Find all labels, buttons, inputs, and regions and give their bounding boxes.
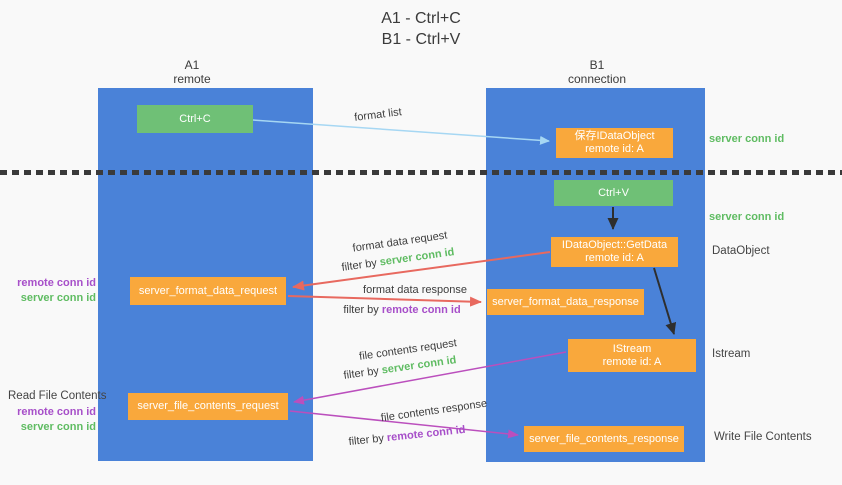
label-file-contents-response: file contents response xyxy=(380,397,488,425)
arrow-format-data-response xyxy=(287,295,482,307)
label-write-file-contents: Write File Contents xyxy=(714,431,812,443)
lane-header-b1: B1 connection xyxy=(568,58,626,86)
lane-a1-subtitle: remote xyxy=(173,72,211,86)
label-format-data-response: format data response xyxy=(363,284,467,296)
node-istream-line1: IStream xyxy=(612,342,652,355)
node-file-request-label: server_file_contents_request xyxy=(137,400,279,412)
remote-conn-id-text: remote conn id xyxy=(381,304,461,316)
node-save-idataobject-line1: 保存IDataObject xyxy=(574,130,655,142)
dotted-divider xyxy=(0,170,842,175)
node-ctrl-v-label: Ctrl+V xyxy=(598,186,629,199)
node-server-file-contents-request: server_file_contents_request xyxy=(128,393,288,420)
node-format-request-label: server_format_data_request xyxy=(138,284,278,297)
node-idataobject-getdata: IDataObject::GetData remote id: A xyxy=(551,237,678,267)
node-server-file-contents-response: server_file_contents_response xyxy=(524,426,684,452)
node-save-idataobject: 保存IDataObject remote id: A xyxy=(556,128,673,158)
label-istream: Istream xyxy=(712,348,751,360)
node-save-idataobject-line2: remote id: A xyxy=(585,143,644,155)
node-ctrl-c-label: Ctrl+C xyxy=(179,112,211,125)
label-file-remote-conn-id: remote conn id xyxy=(17,406,96,418)
label-dataobject: DataObject xyxy=(712,245,770,257)
filter-by-text: filter by xyxy=(342,364,383,382)
lane-b1-name: B1 xyxy=(589,58,605,72)
title-line-2: B1 - Ctrl+V xyxy=(381,31,461,48)
label-filter-by-remote-1: filter by remote conn id xyxy=(343,304,460,316)
node-server-format-data-request: server_format_data_request xyxy=(130,277,286,305)
diagram-title: A1 - Ctrl+C B1 - Ctrl+V xyxy=(0,8,842,50)
label-server-conn-id-mid: server conn id xyxy=(709,211,785,223)
lane-b1-subtitle: connection xyxy=(567,72,627,86)
label-filter-by-remote-2: filter by remote conn id xyxy=(348,424,466,448)
label-format-remote-conn-id: remote conn id xyxy=(17,277,96,289)
label-format-server-conn-id: server conn id xyxy=(20,292,96,304)
label-read-file-contents: Read File Contents xyxy=(8,390,107,402)
title-line-1: A1 - Ctrl+C xyxy=(381,10,461,27)
node-ctrl-c: Ctrl+C xyxy=(137,105,253,133)
node-getdata-line1: IDataObject::GetData xyxy=(561,239,668,251)
node-istream: IStream remote id: A xyxy=(568,339,696,372)
remote-conn-id-text: remote conn id xyxy=(386,423,466,445)
file-conn-id-block: remote conn id server conn id xyxy=(0,405,96,435)
filter-by-text: filter by xyxy=(340,256,381,274)
node-format-response-label: server_format_data_response xyxy=(492,295,639,308)
node-getdata-line2: remote id: A xyxy=(585,252,644,264)
label-format-list: format list xyxy=(353,106,403,124)
filter-by-text: filter by xyxy=(348,432,388,449)
lane-header-a1: A1 remote xyxy=(173,58,210,86)
node-server-format-data-response: server_format_data_response xyxy=(487,289,644,315)
node-istream-line2: remote id: A xyxy=(602,355,662,368)
filter-by-text: filter by xyxy=(343,304,382,316)
format-conn-id-block: remote conn id server conn id xyxy=(0,276,96,306)
label-server-conn-id-top: server conn id xyxy=(709,133,785,145)
label-file-server-conn-id: server conn id xyxy=(20,421,96,433)
node-file-response-label: server_file_contents_response xyxy=(529,432,679,445)
node-ctrl-v: Ctrl+V xyxy=(554,180,673,206)
lane-a1-name: A1 xyxy=(184,58,200,72)
server-conn-id-text: server conn id xyxy=(378,246,456,269)
